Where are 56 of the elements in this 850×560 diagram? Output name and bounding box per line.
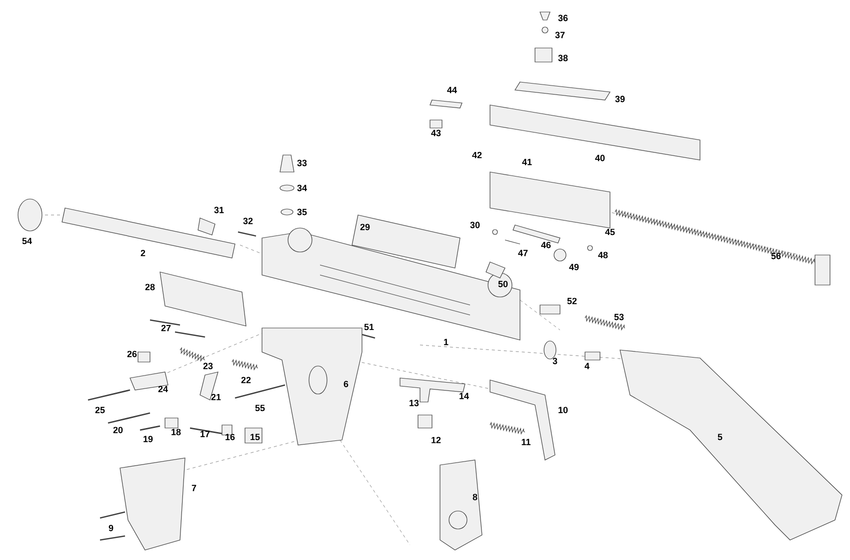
callout-number: 40 [595,154,605,162]
callout-number: 7 [192,484,196,492]
callout-number: 32 [243,218,253,224]
callout-number: 3 [552,358,558,364]
callout-number: 46 [541,242,551,248]
callout-number: 31 [214,206,224,214]
callout-number: 56 [771,252,781,260]
callout-number: 54 [22,238,32,244]
callout-number: 28 [145,284,155,290]
callout-number: 35 [297,208,307,216]
callout-number: 38 [558,54,568,62]
callout-number: 8 [472,494,478,500]
callout-number: 44 [447,86,457,94]
callout-number: 47 [518,250,528,256]
callout-number: 27 [161,324,171,332]
callout-number: 24 [158,386,168,392]
callout-number: 53 [614,314,624,320]
callout-number: 49 [569,264,579,270]
callout-number: 34 [297,184,307,192]
callout-number: 25 [95,406,105,414]
callout-number: 14 [460,392,469,400]
callout-number: 5 [718,434,722,440]
callout-number: 52 [567,298,577,304]
callout-number: 1 [444,338,448,346]
callout-number: 12 [432,436,441,444]
callout-number: 29 [360,224,370,230]
callout-number: 6 [344,380,348,388]
callout-number: 30 [470,222,480,228]
callout-number: 33 [297,160,307,166]
callout-number: 2 [140,250,146,256]
callout-number: 20 [113,426,123,434]
callout-number: 55 [255,404,265,412]
callout-number: 4 [584,362,590,370]
callout-number: 39 [615,96,625,102]
callout-number: 45 [605,228,615,236]
callout-number: 19 [144,436,153,442]
callout-number: 50 [498,280,508,288]
callout-number: 10 [558,406,568,414]
callout-number: 23 [203,362,213,370]
callout-number: 13 [410,400,419,406]
callout-number: 18 [172,428,181,436]
callout-number: 51 [364,324,374,330]
callout-number: 43 [431,130,441,136]
callout-number: 15 [250,434,260,440]
callout-number: 16 [226,434,235,440]
callout-number: 42 [472,152,482,158]
callout-number: 48 [598,252,608,258]
callout-number: 41 [522,158,532,166]
callout-number: 9 [108,524,114,532]
callout-number: 26 [127,350,137,358]
callout-number: 22 [241,376,251,384]
callout-number: 11 [522,438,530,446]
callout-number: 36 [558,14,568,22]
callout-number: 37 [555,32,565,38]
callout-number: 17 [200,430,210,438]
callout-number: 21 [211,394,221,400]
